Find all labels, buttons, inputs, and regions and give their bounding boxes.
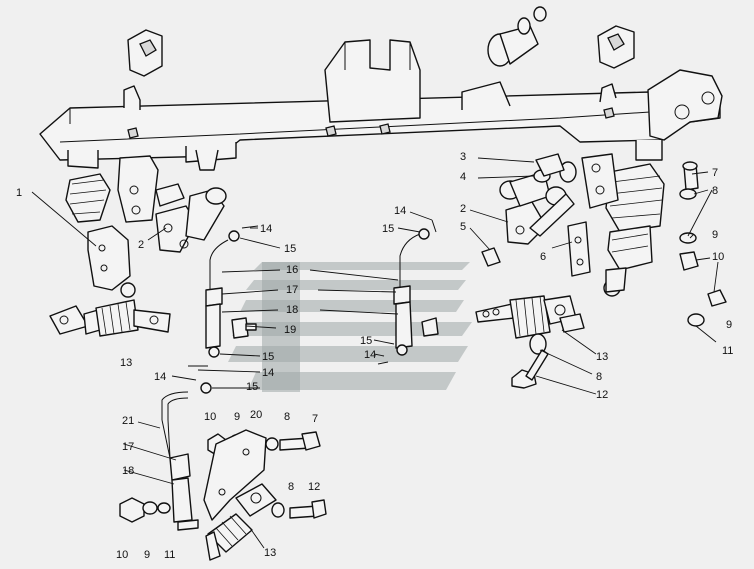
- callout-15-a: 15: [284, 243, 296, 255]
- callout-8-right: 8: [712, 185, 718, 197]
- callout-7-right: 7: [712, 167, 718, 179]
- right-link-rod: [475, 295, 585, 389]
- leader-lines: [31, 157, 719, 549]
- callout-16: 16: [286, 264, 298, 276]
- callout-11-bottom: 11: [164, 549, 175, 561]
- callout-15-b: 15: [382, 223, 394, 235]
- callout-10-bottom-lower: 10: [116, 549, 128, 561]
- callout-17-bottom: 17: [122, 441, 134, 453]
- callout-6: 6: [540, 251, 546, 263]
- callout-14-a: 14: [260, 223, 272, 235]
- callout-3: 3: [460, 151, 466, 163]
- callout-7-bottom: 7: [312, 413, 318, 425]
- callout-15-d: 15: [360, 335, 372, 347]
- callout-21: 21: [122, 415, 134, 427]
- callout-1: 1: [16, 187, 22, 199]
- left-spring-assembly: [65, 155, 227, 298]
- center-rods: [188, 219, 439, 367]
- callout-19: 19: [284, 324, 296, 336]
- left-link-rod: [49, 299, 171, 337]
- callout-18-bottom: 18: [122, 465, 134, 477]
- callout-10-right: 10: [712, 251, 724, 263]
- callout-13-bottom: 13: [264, 547, 276, 559]
- callout-8-mid: 8: [596, 371, 602, 383]
- watermark-logo: [228, 262, 472, 392]
- callout-4: 4: [460, 171, 466, 183]
- callout-14-c: 14: [262, 367, 274, 379]
- callout-14-d: 14: [364, 349, 376, 361]
- callout-14-b: 14: [394, 205, 406, 217]
- callout-20: 20: [250, 409, 262, 421]
- callout-5: 5: [460, 221, 466, 233]
- callout-12-bottom: 12: [308, 481, 320, 493]
- callout-8-bottom-lower: 8: [288, 481, 294, 493]
- callout-15-e: 15: [246, 381, 258, 393]
- callout-8-bottom-upper: 8: [284, 411, 290, 423]
- callout-9-right-lower: 9: [726, 319, 732, 331]
- hardware-right: [679, 161, 727, 327]
- callout-9-bottom-lower: 9: [144, 549, 150, 561]
- main-frame: [39, 39, 723, 171]
- callout-18-center: 18: [286, 304, 298, 316]
- top-brackets: [127, 6, 635, 77]
- callout-9-right-upper: 9: [712, 229, 718, 241]
- right-spring-assembly: [481, 153, 665, 297]
- callout-15-c: 15: [262, 351, 274, 363]
- callout-14-e: 14: [154, 371, 166, 383]
- callout-17-center: 17: [286, 284, 298, 296]
- callout-2-right: 2: [460, 203, 466, 215]
- callout-12-right: 12: [596, 389, 608, 401]
- callout-2-left: 2: [138, 239, 144, 251]
- callout-labels: 1 2 2 3 4 5 6 7 7 8 8 8 8 9 9 9 9 10 10 …: [16, 151, 733, 561]
- callout-13-left: 13: [120, 357, 132, 369]
- callout-10-bottom-upper: 10: [204, 411, 216, 423]
- bottom-lever-assembly: [119, 382, 327, 561]
- callout-9-bottom-upper: 9: [234, 411, 240, 423]
- callout-13-right: 13: [596, 351, 608, 363]
- callout-11-right: 11: [722, 345, 733, 357]
